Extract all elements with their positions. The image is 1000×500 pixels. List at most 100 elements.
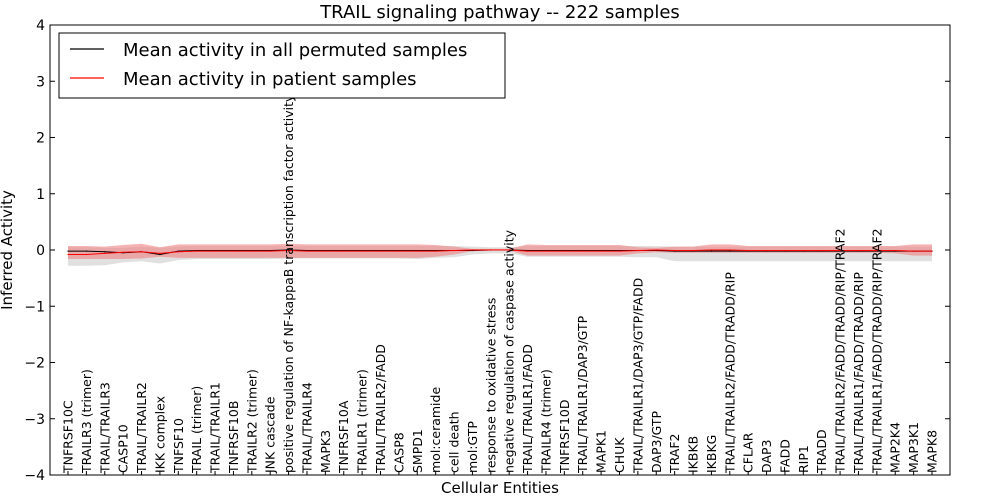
data-point-patient	[490, 249, 492, 251]
data-point-patient	[563, 250, 565, 252]
legend-box	[58, 32, 506, 99]
x-tick-label: mol:GTP	[465, 421, 480, 473]
y-tick-label: −2	[24, 356, 45, 372]
data-point-patient	[765, 249, 768, 252]
x-tick-label: TNFSF10	[171, 418, 186, 474]
x-tick-label: TRAIL/TRAILR2/FADD	[373, 344, 388, 474]
x-tick-label: TRAILR2 (trimer)	[244, 369, 259, 474]
data-point-patient	[398, 250, 400, 252]
x-tick-label: MAPK3	[318, 430, 333, 473]
data-point-patient	[674, 249, 676, 252]
data-point-patient	[802, 249, 804, 252]
x-tick-label: IKBKG	[704, 435, 719, 473]
confidence-bands	[68, 243, 932, 266]
data-point-patient	[361, 250, 363, 252]
data-point-patient	[582, 250, 584, 252]
y-axis-title: Inferred Activity	[0, 190, 16, 310]
y-tick-label: 2	[36, 131, 45, 147]
legend: Mean activity in all permuted samples Me…	[58, 32, 506, 99]
x-tick-label: IKBKB	[686, 436, 701, 473]
x-tick-label: CASP8	[391, 432, 406, 473]
series-line-patient	[68, 249, 932, 255]
data-point-patient	[710, 249, 713, 251]
data-point-permuted	[104, 251, 106, 253]
data-point-patient	[508, 249, 510, 251]
x-tick-label: MAP3K1	[906, 422, 921, 473]
data-point-patient	[931, 250, 933, 252]
x-tick-label: TNFRSF10A	[336, 400, 351, 474]
data-point-patient	[104, 252, 106, 254]
data-point-patient	[526, 250, 529, 252]
x-tick-label: TRAIL/TRAILR1/DAP3/GTP/FADD	[630, 278, 645, 474]
data-point-patient	[729, 249, 731, 251]
x-tick-label: TRAILR3 (trimer)	[79, 369, 94, 474]
data-point-patient	[894, 249, 896, 252]
y-tick-label: 3	[36, 74, 45, 90]
x-tick-label: TRAIL/TRAILR1/FADD	[520, 344, 535, 474]
x-tick-label: IKK complex	[152, 396, 167, 473]
data-point-patient	[416, 250, 418, 252]
data-point-permuted	[729, 250, 731, 252]
data-point-patient	[159, 252, 161, 254]
data-point-patient	[343, 250, 345, 252]
data-point-patient	[545, 250, 547, 252]
x-tick-label: TRAIL (trimer)	[189, 386, 204, 474]
y-tick-label: 0	[36, 243, 45, 259]
data-point-patient	[876, 249, 878, 252]
data-point-permuted	[710, 250, 713, 252]
data-point-patient	[177, 251, 179, 253]
x-tick-label: FADD	[777, 439, 792, 473]
x-tick-label: TNFRSF10C	[61, 400, 76, 474]
x-tick-label: TRAILR4 (trimer)	[538, 369, 553, 474]
x-tick-label: cell death	[447, 411, 462, 473]
x-tick-label: TRADD	[814, 429, 829, 474]
y-tick-label: 4	[36, 18, 45, 34]
x-tick-label: MAPK1	[594, 430, 609, 473]
x-tick-label: positive regulation of NF-kappaB transcr…	[281, 94, 296, 473]
x-axis-title: Cellular Entities	[441, 479, 559, 497]
x-tick-label: SMPD1	[410, 429, 425, 473]
x-tick-label: TRAF2	[667, 433, 682, 474]
data-point-patient	[435, 250, 437, 252]
x-tick-label: TRAIL/TRAILR2/FADD/TRADD/RIP	[722, 272, 737, 474]
data-point-patient	[471, 249, 474, 251]
data-point-patient	[85, 253, 87, 256]
x-tick-label: TRAIL/TRAILR2/FADD/TRADD/RIP/TRAF2	[833, 228, 848, 474]
data-point-permuted	[85, 250, 87, 252]
x-tick-label: JNK cascade	[263, 396, 278, 474]
legend-label-permuted: Mean activity in all permuted samples	[123, 40, 467, 61]
data-point-patient	[122, 251, 124, 253]
x-tick-label: TRAIL/TRAILR1/DAP3/GTP	[575, 315, 590, 474]
x-tick-label: TRAILR1 (trimer)	[355, 369, 370, 474]
x-tick-label: CHUK	[612, 437, 627, 473]
data-point-patient	[637, 249, 639, 252]
y-tick-label: −4	[24, 468, 45, 484]
data-point-patient	[839, 249, 841, 252]
data-point-patient	[324, 250, 326, 252]
x-tick-label: TRAIL/TRAILR1/FADD/TRADD/RIP	[851, 272, 866, 474]
data-point-patient	[453, 249, 455, 252]
x-tick-label: DAP3/GTP	[649, 410, 664, 473]
chart-title: TRAIL signaling pathway -- 222 samples	[319, 2, 680, 23]
series-lines	[67, 249, 933, 256]
data-point-patient	[140, 251, 143, 253]
x-tick-label: mol:ceramide	[428, 387, 443, 473]
x-tick-label: TRAIL/TRAILR3	[97, 382, 112, 474]
x-tick-label: TNFRSF10B	[226, 401, 241, 474]
x-tick-label: RIP1	[796, 445, 811, 473]
data-point-patient	[618, 250, 621, 252]
data-point-patient	[857, 249, 860, 252]
x-tick-label: CASP10	[116, 424, 131, 473]
legend-label-patient: Mean activity in patient samples	[123, 69, 417, 90]
x-tick-label: TRAIL/TRAILR1	[208, 382, 223, 474]
x-tick-label: TNFRSF10D	[557, 399, 572, 474]
data-point-patient	[913, 250, 915, 252]
y-tick-label: −1	[24, 299, 45, 315]
data-point-patient	[692, 249, 694, 252]
data-point-permuted	[159, 253, 161, 256]
data-point-patient	[306, 250, 308, 252]
data-point-patient	[379, 250, 382, 252]
